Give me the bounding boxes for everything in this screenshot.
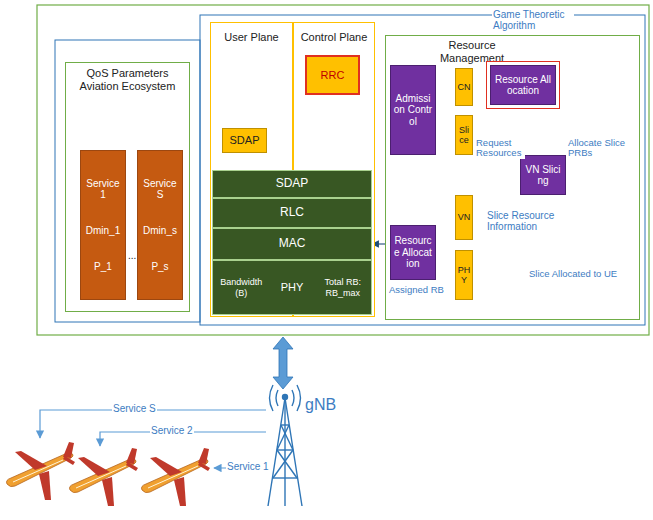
node-text: Resource Allocation (393, 235, 433, 270)
stack-layer: Bandwidth (B)PHYTotal RB: RB_max (212, 260, 372, 315)
node-text: RLC (280, 206, 304, 220)
node-text: P_s (151, 261, 168, 273)
node-text: Slice (457, 125, 471, 146)
protocol-box: RRC (305, 55, 360, 95)
node-text: Admission Control (393, 93, 433, 128)
stack-layer: RLC (212, 198, 372, 228)
node-text: P_1 (94, 261, 112, 273)
node-text: Service 1 (83, 178, 123, 201)
node-text: PHY (267, 281, 318, 294)
node-text: VN (458, 212, 471, 222)
service-box: Service 1 Dmin_1P_1 (80, 150, 126, 300)
annotation-label: Service 1 (226, 461, 270, 472)
annotation-label: Slice Resource Information (486, 210, 568, 232)
gnb-frame (200, 15, 645, 325)
node-text: Bandwidth (B) (216, 277, 267, 298)
annotation-label: Game Theoretic Algorithm (492, 9, 574, 31)
node-text: QoS Parameters Aviation Ecosystem (69, 67, 186, 92)
node-text: User Plane (211, 31, 292, 44)
air-link-arrow (273, 337, 293, 389)
interface-box: Slice (455, 115, 473, 155)
node-text: Resource Allocation (493, 74, 553, 97)
interface-box: CN (455, 68, 473, 106)
outer-frame (37, 5, 649, 335)
function-box: Resource Allocation (390, 225, 436, 280)
annotation-label: Service S (112, 403, 157, 414)
node-text: Service S (140, 178, 180, 201)
annotation-label: ... (127, 250, 137, 261)
gnb-tower (268, 385, 302, 506)
node-text: VN Slicing (523, 164, 563, 187)
node-text: Total RB: RB_max (317, 277, 368, 298)
node-text: SDAP (276, 177, 309, 191)
annotation-label: Service 2 (150, 425, 194, 436)
stack-layer: SDAP (212, 170, 372, 198)
qos-panel: QoS Parameters Aviation EcosystemService… (65, 62, 190, 312)
function-box: VN Slicing (520, 155, 566, 195)
protocol-box: SDAP (222, 128, 267, 153)
edge-label: Request Resources (475, 138, 525, 159)
node-text: PHY (457, 265, 471, 286)
node-text: RRC (321, 69, 345, 82)
function-box: Resource Allocation (490, 65, 556, 105)
node-text: CN (458, 82, 471, 92)
node-text: Dmin_1 (86, 225, 120, 237)
node-text: Resource Management (432, 39, 512, 64)
edge-label: Allocate Slice PRBs (567, 138, 629, 159)
function-box: Admission Control (390, 65, 436, 155)
airplane (7, 442, 76, 500)
service-box: Service S Dmin_sP_s (137, 150, 183, 300)
node-text: Control Plane (294, 31, 374, 44)
annotation-label: gNB (304, 396, 337, 414)
edge-label: Slice Allocated to UE (528, 269, 618, 279)
node-text: SDAP (230, 134, 260, 147)
airplane (70, 448, 139, 506)
node-text: Dmin_s (143, 225, 177, 237)
qos-frame (55, 40, 200, 322)
node-text: MAC (279, 237, 306, 251)
interface-box: PHY (455, 250, 473, 300)
airplane (142, 448, 211, 506)
stack-layer: MAC (212, 228, 372, 260)
edge-label: Assigned RB (388, 285, 445, 295)
interface-box: VN (455, 195, 473, 240)
